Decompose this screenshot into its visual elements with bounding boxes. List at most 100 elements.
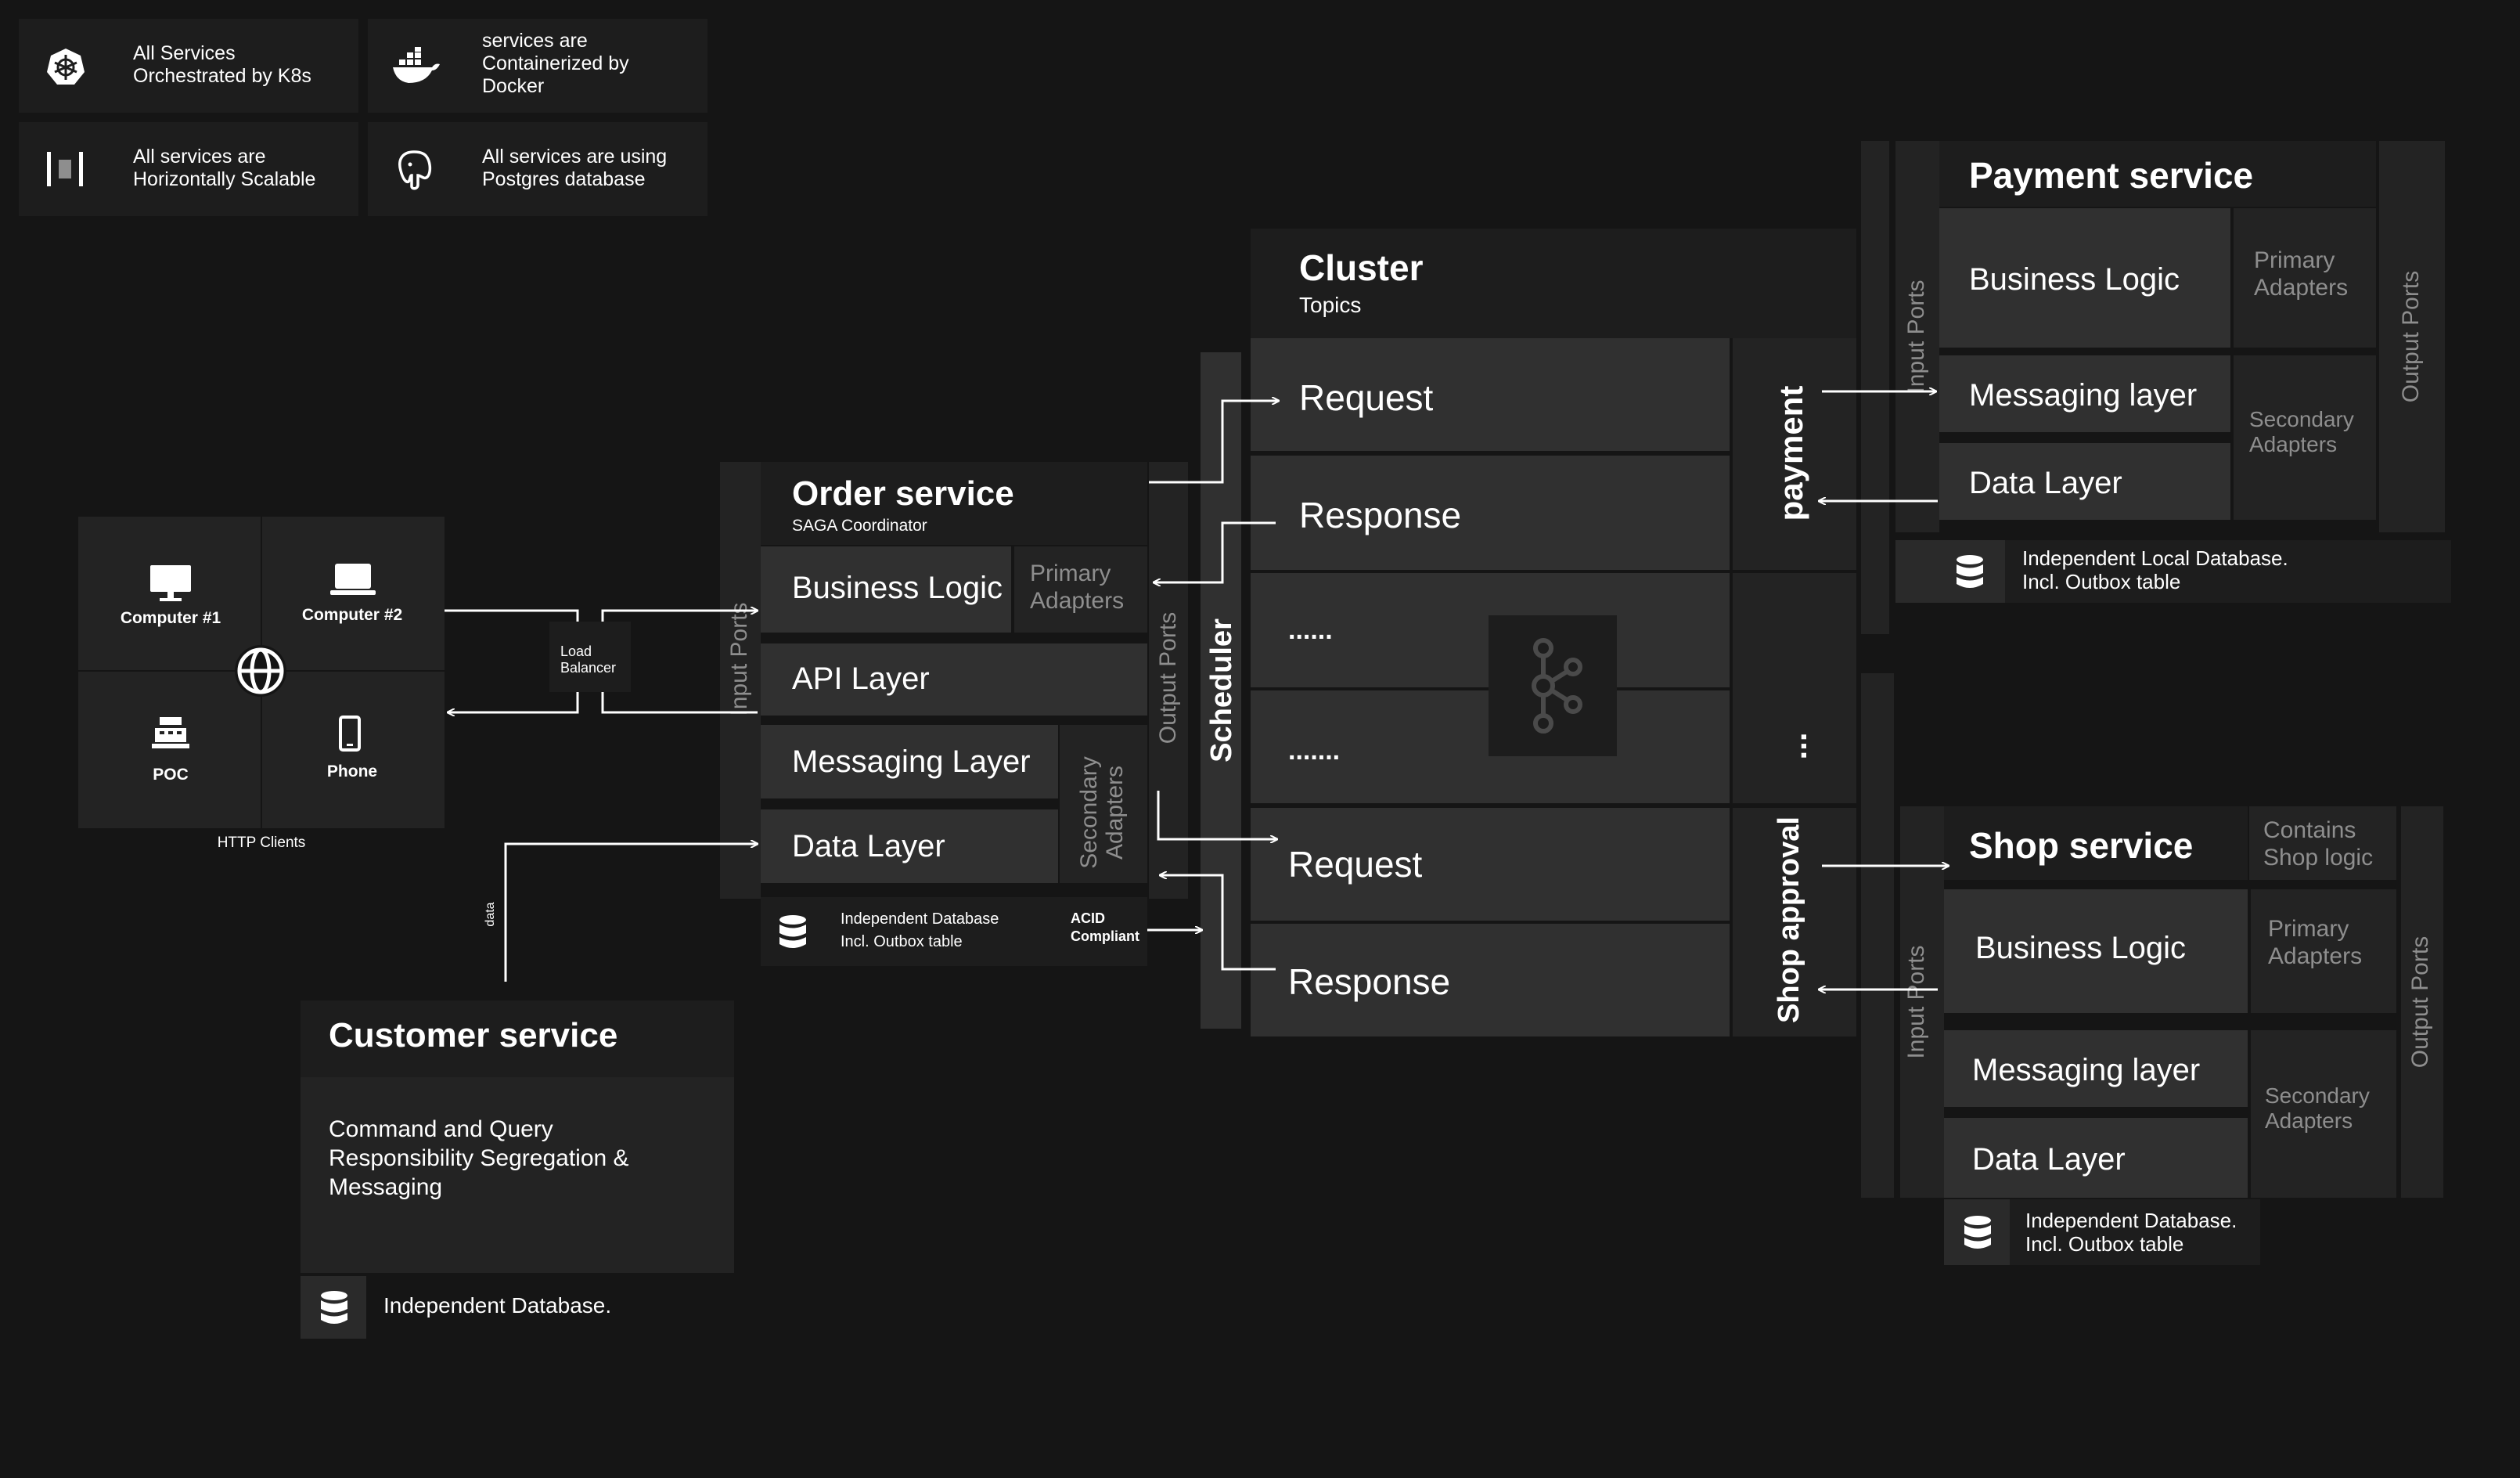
shop-response-to-order: [1160, 875, 1276, 971]
legend-scalable: All services are Horizontally Scalable: [19, 122, 358, 216]
order-messaging-label: Messaging Layer: [792, 744, 1031, 779]
payment-primary-adapters: [2234, 208, 2376, 348]
payment-messaging-label: Messaging layer: [1969, 378, 2198, 413]
kubernetes-icon: [47, 49, 85, 85]
order-data-layer: [761, 809, 1058, 883]
shop-primary-adapters: [2251, 889, 2396, 1013]
payment-messaging-layer: [1939, 355, 2230, 432]
shop-primary-label: Primary Adapters: [2268, 916, 2363, 969]
postgres-icon: [398, 150, 432, 190]
order-title: Order service: [792, 474, 1014, 513]
legend-docker-text: services are Containerized by Docker: [482, 30, 629, 97]
payment-db-label: Independent Local Database. Incl. Outbox…: [2022, 546, 2288, 594]
payment-business-logic: [1939, 208, 2230, 348]
shop-output-ports: [2401, 806, 2443, 1198]
database-icon: [321, 1291, 347, 1324]
order-secondary-adapters: [1060, 725, 1147, 883]
customer-title: Customer service: [329, 1016, 618, 1054]
payment-output-ports: [2379, 141, 2445, 532]
shop-outer-bar: [1861, 673, 1894, 1198]
database-icon: [779, 915, 806, 948]
customer-header: [301, 1000, 734, 1077]
topic-response-2: Response: [1288, 961, 1451, 1002]
order-api-layer: [761, 643, 1147, 716]
order-db-label: Independent Database Incl. Outbox table: [841, 910, 999, 950]
scale-icon: [47, 152, 83, 186]
order-acid-label: ACID Compliant: [1071, 910, 1139, 945]
shop-data-layer: [1944, 1118, 2248, 1198]
customer-description: Command and Query Responsibility Segrega…: [329, 1116, 629, 1201]
shop-business-logic: [1944, 889, 2248, 1013]
payment-primary-label: Primary Adapters: [2254, 247, 2349, 301]
payment-db-box: Independent Local Database. Incl. Outbox…: [1895, 540, 2451, 603]
phone-label: Phone: [326, 762, 378, 780]
shop-data-label: Data Layer: [1972, 1142, 2126, 1177]
laptop-icon: [330, 564, 376, 595]
customer-to-order-data: [504, 844, 758, 982]
payment-db-icon-box: [1895, 540, 2005, 603]
database-icon: [1957, 555, 1983, 588]
order-business-label: Business Logic: [792, 571, 1003, 605]
order-db-box: Independent Database Incl. Outbox table …: [761, 897, 1147, 966]
topic-payment-response: [1251, 456, 1730, 570]
topic-shop-response: [1251, 924, 1730, 1036]
cluster-subtitle: Topics: [1299, 293, 1362, 317]
order-out-to-shop-request: [1157, 791, 1277, 839]
payment-header: [1939, 141, 2376, 207]
payment-input-ports: [1895, 141, 1939, 532]
kafka-box: [1489, 615, 1617, 756]
globe-icon: [235, 645, 286, 697]
payment-secondary-label: Secondary Adapters: [2249, 407, 2354, 457]
shop-business-label: Business Logic: [1975, 931, 2187, 965]
order-input-ports: [720, 462, 761, 899]
lb-to-clients: [448, 692, 579, 712]
http-clients-caption: HTTP Clients: [217, 835, 306, 851]
cluster-header: [1251, 229, 1856, 338]
order-output-ports: [1149, 462, 1188, 899]
order-data-label: Data Layer: [792, 829, 945, 863]
register-icon: [152, 717, 189, 748]
shop-header: [1944, 806, 2248, 880]
clients-to-lb: [445, 609, 579, 622]
shop-secondary-adapters: [2251, 1030, 2396, 1198]
order-business-logic: [761, 546, 1011, 633]
http-clients-panel: Computer #1 Computer #2 POC Phone: [78, 517, 445, 828]
database-icon: [1964, 1216, 1991, 1249]
topic-dots-1: ......: [1288, 615, 1333, 645]
load-balancer: Load Balancer: [549, 622, 631, 692]
legend-postgres-text: All services are using Postgres database: [482, 146, 668, 190]
load-balancer-label: Load Balancer: [560, 643, 617, 676]
lb-to-order: [601, 611, 758, 622]
payment-secondary-adapters: [2234, 355, 2376, 520]
response-to-order-in: [1154, 521, 1276, 582]
order-api-label: API Layer: [792, 661, 930, 696]
phone-icon: [339, 716, 361, 752]
order-header: [761, 462, 1147, 545]
legend-k8s-text: All Services Orchestrated by K8s: [133, 42, 311, 87]
topic-request-1: Request: [1299, 377, 1434, 418]
computer2-label: Computer #2: [301, 606, 403, 624]
topic-response-1: Response: [1299, 495, 1462, 535]
order-messaging-layer: [761, 725, 1058, 798]
computer1-label: Computer #1: [120, 609, 221, 627]
shop-messaging-layer: [1944, 1030, 2248, 1107]
payment-data-layer: [1939, 443, 2230, 520]
shop-title: Shop service: [1969, 825, 2194, 866]
customer-db-label: Independent Database.: [383, 1293, 612, 1318]
topic-payment-request: [1251, 338, 1730, 451]
legend-k8s: All Services Orchestrated by K8s: [19, 19, 358, 113]
order-to-lb: [601, 692, 758, 714]
cluster-title: Cluster: [1299, 247, 1424, 288]
topic-label-more-box: [1733, 573, 1856, 803]
customer-db-icon-box: [301, 1276, 366, 1339]
shop-secondary-label: Secondary Adapters: [2265, 1083, 2370, 1134]
legend-postgres: All services are using Postgres database: [368, 122, 707, 216]
order-out-to-request: [1149, 401, 1279, 484]
order-subtitle: SAGA Coordinator: [792, 517, 927, 535]
payment-title: Payment service: [1969, 155, 2254, 196]
computer-icon: [150, 565, 191, 601]
topic-label-payment-box: [1733, 338, 1856, 570]
kafka-icon: [1532, 638, 1582, 734]
topic-dots-2: .......: [1288, 736, 1341, 766]
